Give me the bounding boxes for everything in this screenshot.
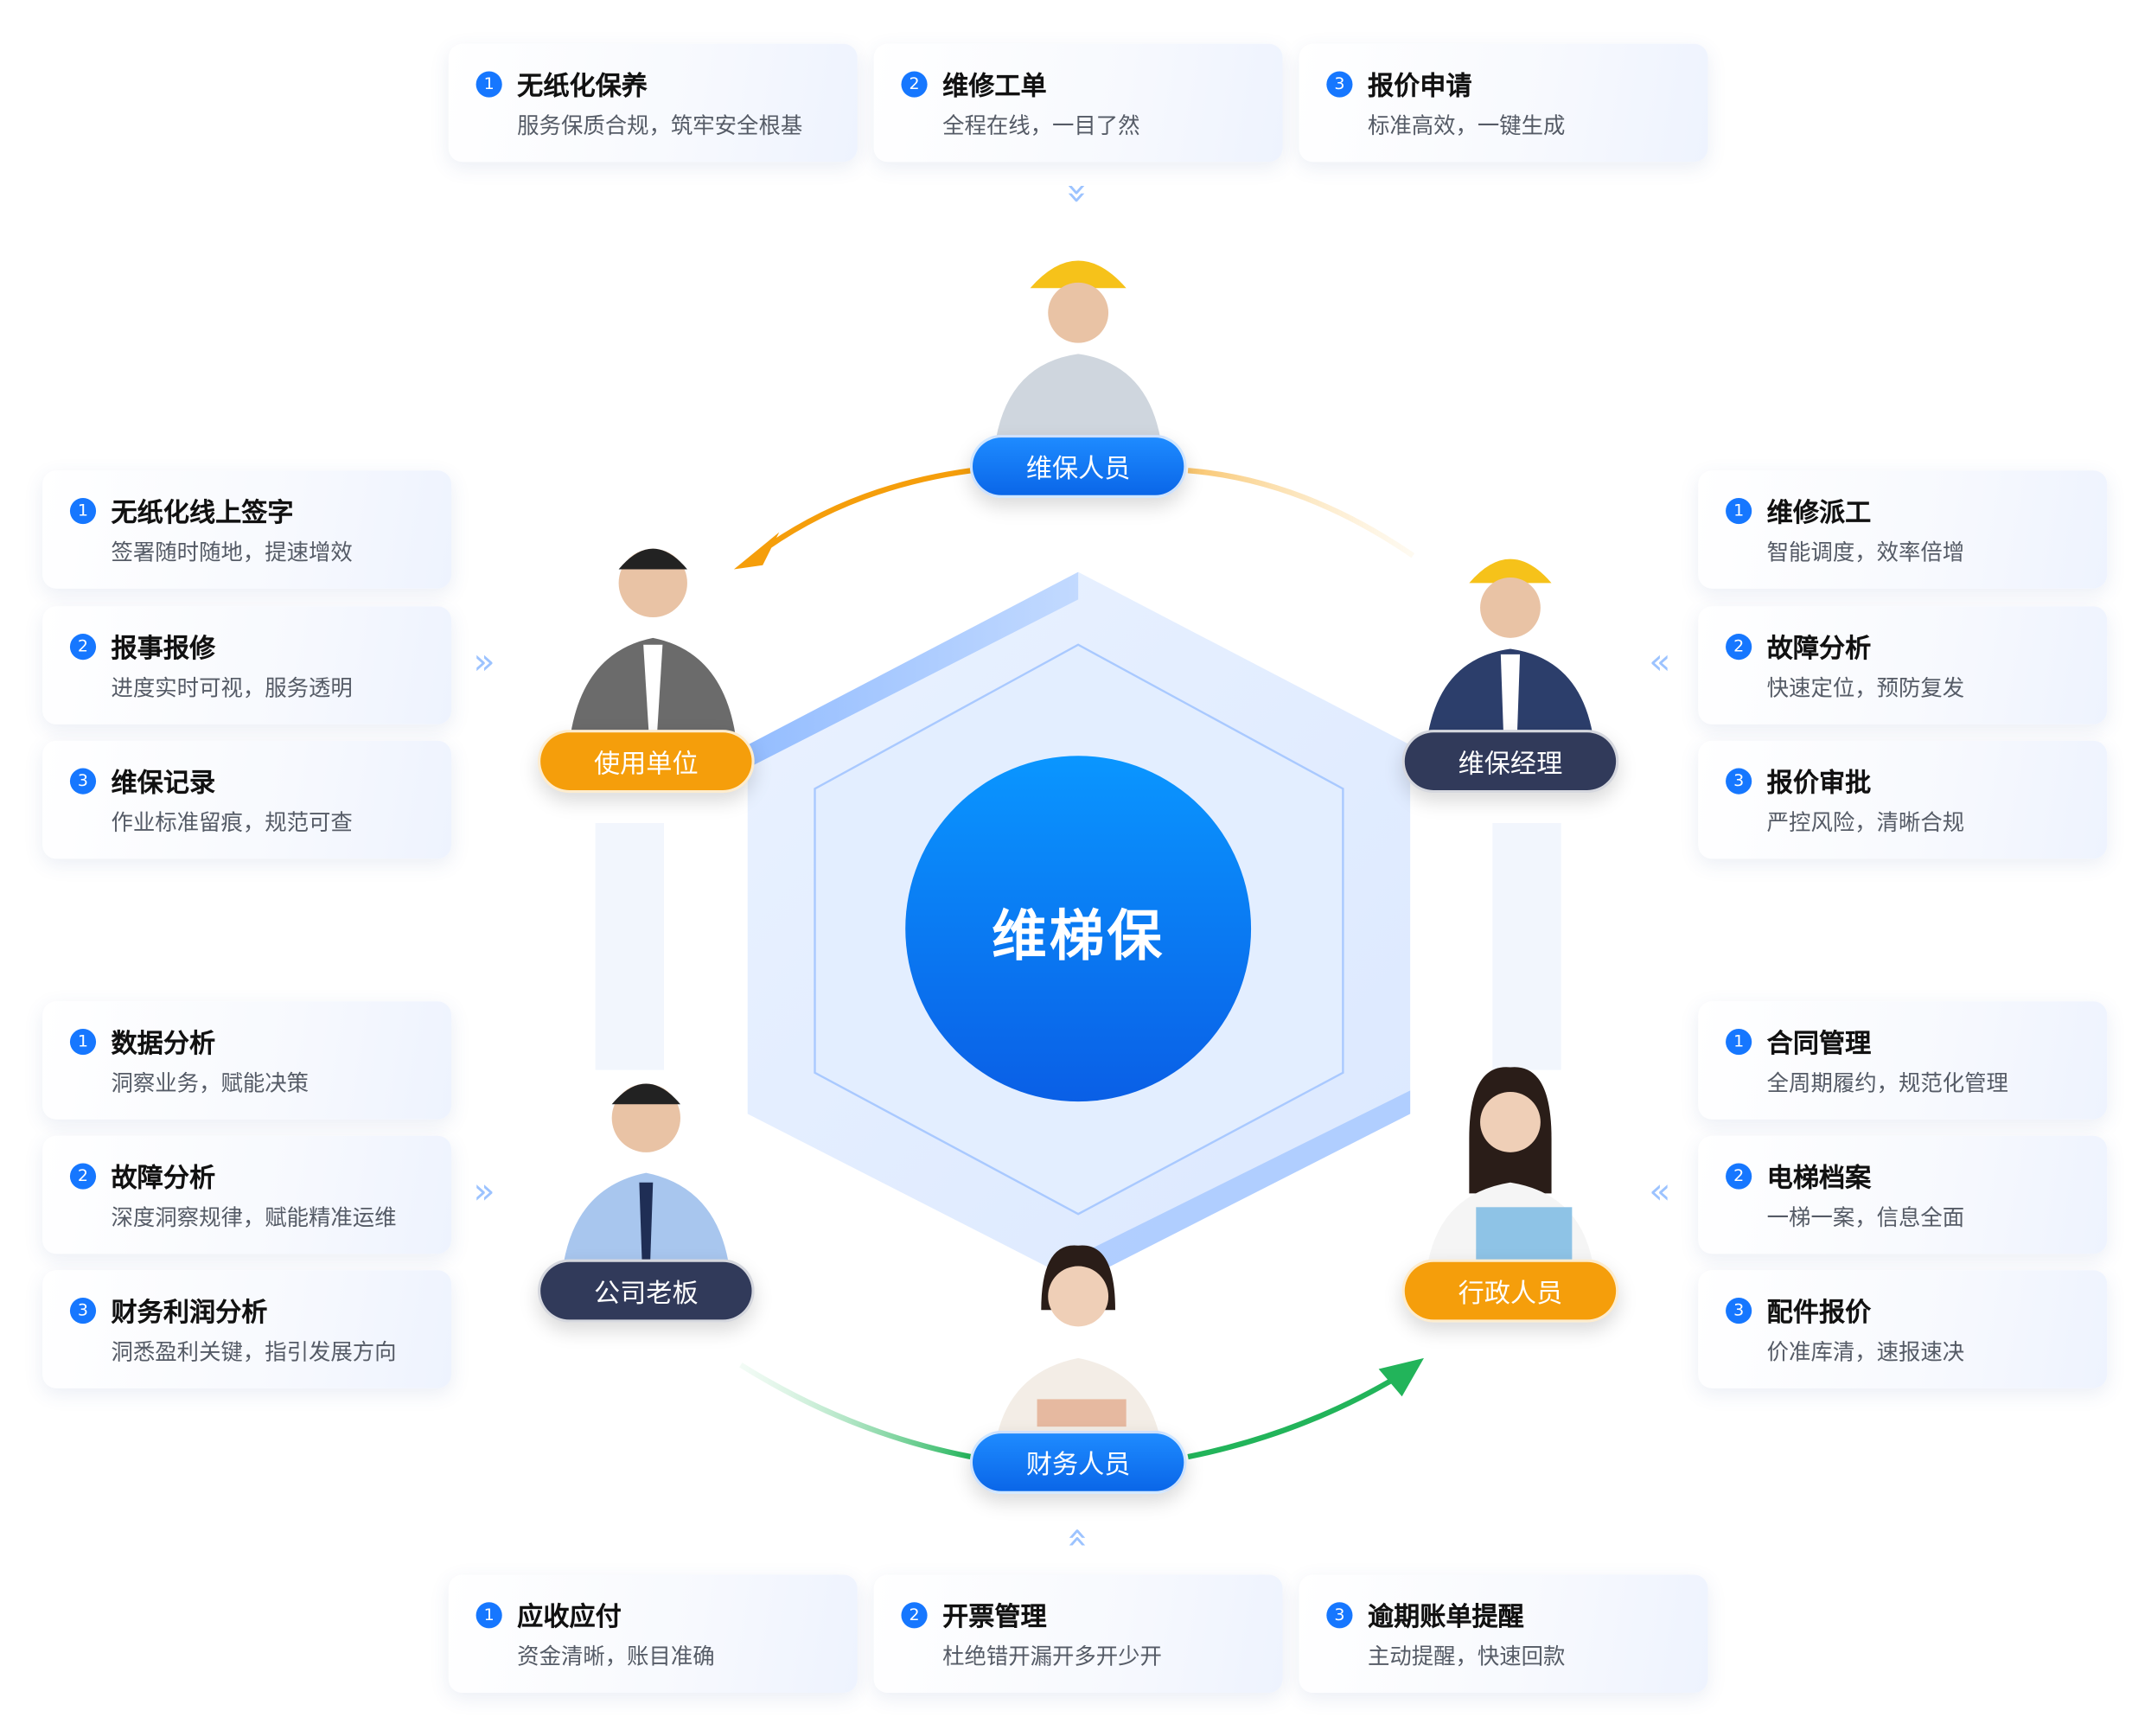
chevron-left-icon: « [1649,641,1671,684]
feature-description: 作业标准留痕，规范可查 [111,809,353,836]
feature-card: 2 开票管理 杜绝错开漏开多开少开 [873,1574,1283,1693]
orange-flow-arrow [759,468,972,554]
green-arrowhead [1378,1357,1424,1397]
feature-title: 应收应付 [517,1602,622,1633]
manager-photo [1427,558,1593,734]
feature-card: 2 报事报修 进度实时可视，服务透明 [42,606,452,724]
feature-title: 故障分析 [111,1163,216,1194]
feature-description: 智能调度，效率倍增 [1766,539,1965,565]
step-number-badge: 1 [1726,1029,1752,1056]
role-boss-button[interactable]: 公司老板 [537,1259,755,1323]
feature-description: 深度洞察规律，赋能精准运维 [111,1204,397,1231]
boss-photo [564,1083,729,1262]
step-number-badge: 2 [1726,1163,1752,1190]
chevron-right-icon: » [473,641,495,684]
feature-description: 进度实时可视，服务透明 [111,674,353,701]
feature-title: 配件报价 [1766,1298,1872,1328]
step-number-badge: 2 [901,1602,928,1629]
feature-title: 开票管理 [942,1602,1047,1633]
feature-card: 3 逾期账单提醒 主动提醒，快速回款 [1299,1574,1708,1693]
feature-description: 严控风险，清晰合规 [1766,809,1965,836]
role-manager-button[interactable]: 维保经理 [1401,730,1619,794]
feature-title: 逾期账单提醒 [1367,1602,1524,1633]
step-number-badge: 3 [1326,71,1353,98]
feature-card: 1 数据分析 洞察业务，赋能决策 [42,1001,452,1120]
connector-right [1492,823,1561,1070]
green-flow-arrow [1187,1373,1401,1460]
feature-card: 1 无纸化保养 服务保质合规，筑牢安全根基 [448,43,858,163]
feature-description: 价准库清，速报速决 [1766,1338,1965,1365]
step-number-badge: 3 [1326,1602,1353,1629]
feature-title: 财务利润分析 [111,1298,268,1328]
step-number-badge: 3 [1726,768,1752,795]
orange-arrowhead [733,532,780,570]
center-circle [905,756,1252,1102]
feature-description: 签署随时随地，提速增效 [111,539,353,565]
feature-title: 合同管理 [1766,1029,1872,1059]
client-photo [571,548,736,734]
feature-title: 报价申请 [1367,71,1472,102]
feature-description: 全程在线，一目了然 [942,112,1140,139]
role-maintainer-button[interactable]: 维保人员 [969,434,1187,498]
feature-title: 无纸化保养 [517,71,648,102]
role-client-button[interactable]: 使用单位 [537,730,755,794]
feature-title: 报事报修 [111,634,216,664]
feature-description: 服务保质合规，筑牢安全根基 [517,112,803,139]
step-number-badge: 2 [69,1163,97,1190]
step-number-badge: 2 [69,634,97,661]
feature-card: 3 财务利润分析 洞悉盈利关键，指引发展方向 [42,1270,452,1388]
feature-description: 资金清晰，账目准确 [517,1643,715,1670]
chevron-right-icon: » [473,1171,495,1213]
finance-photo [995,1245,1161,1441]
step-number-badge: 2 [901,71,928,98]
step-number-badge: 1 [69,497,97,525]
feature-card: 2 电梯档案 一梯一案，信息全面 [1698,1135,2108,1254]
chevron-down-icon: » [1056,182,1098,205]
connector-left [595,823,664,1070]
step-number-badge: 1 [476,71,502,98]
feature-card: 2 维修工单 全程在线，一目了然 [873,43,1283,163]
feature-title: 电梯档案 [1766,1163,1872,1194]
feature-title: 数据分析 [111,1029,216,1059]
feature-card: 1 维修派工 智能调度，效率倍增 [1698,470,2108,589]
feature-card: 3 报价申请 标准高效，一键生成 [1299,43,1708,163]
feature-card: 1 无纸化线上签字 签署随时随地，提速增效 [42,470,452,589]
feature-description: 杜绝错开漏开多开少开 [942,1643,1162,1670]
feature-description: 标准高效，一键生成 [1367,112,1566,139]
feature-card: 1 应收应付 资金清晰，账目准确 [448,1574,858,1693]
feature-title: 维修工单 [942,71,1047,102]
chevron-up-icon: » [1056,1527,1098,1549]
feature-description: 全周期履约，规范化管理 [1766,1069,2008,1096]
role-finance-button[interactable]: 财务人员 [969,1430,1187,1494]
feature-card: 1 合同管理 全周期履约，规范化管理 [1698,1001,2108,1120]
feature-description: 快速定位，预防复发 [1766,674,1965,701]
step-number-badge: 1 [476,1602,502,1629]
feature-card: 3 维保记录 作业标准留痕，规范可查 [42,740,452,859]
step-number-badge: 3 [69,1298,97,1324]
admin-photo [1427,1067,1593,1262]
feature-description: 主动提醒，快速回款 [1367,1643,1566,1670]
feature-description: 洞悉盈利关键，指引发展方向 [111,1338,397,1365]
feature-card: 3 配件报价 价准库清，速报速决 [1698,1270,2108,1388]
chevron-left-icon: « [1649,1171,1671,1213]
role-admin-button[interactable]: 行政人员 [1401,1259,1619,1323]
feature-card: 3 报价审批 严控风险，清晰合规 [1698,740,2108,859]
feature-title: 报价审批 [1766,768,1872,799]
step-number-badge: 3 [1726,1298,1752,1324]
feature-title: 故障分析 [1766,634,1872,664]
step-number-badge: 3 [69,768,97,795]
feature-title: 维修派工 [1766,497,1872,528]
step-number-badge: 1 [1726,497,1752,525]
feature-title: 维保记录 [111,768,216,799]
feature-title: 无纸化线上签字 [111,497,294,528]
maintainer-photo [995,260,1161,439]
feature-description: 洞察业务，赋能决策 [111,1069,310,1096]
step-number-badge: 1 [69,1029,97,1056]
feature-card: 2 故障分析 快速定位，预防复发 [1698,606,2108,724]
step-number-badge: 2 [1726,634,1752,661]
feature-card: 2 故障分析 深度洞察规律，赋能精准运维 [42,1135,452,1254]
feature-description: 一梯一案，信息全面 [1766,1204,1965,1231]
center-title: 维梯保 [992,905,1165,969]
